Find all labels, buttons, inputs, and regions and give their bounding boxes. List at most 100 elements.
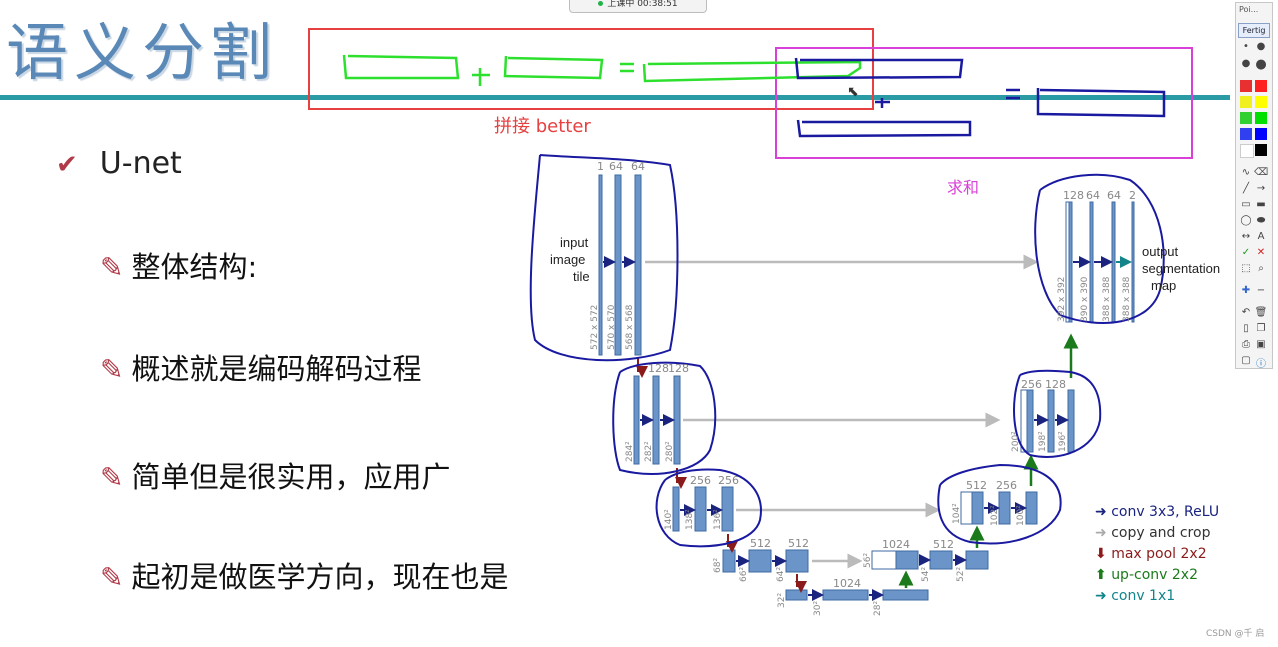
legend-conv: ➜ conv 3x3, ReLU — [1095, 504, 1220, 520]
select-icon[interactable]: ⬚ — [1241, 263, 1251, 274]
color-swatch-green[interactable] — [1240, 112, 1252, 124]
unet-l1-ch1: 64 — [609, 160, 623, 173]
unet-bottom-size2: 28² — [873, 601, 883, 616]
unet-up1-size0: 392 x 392 — [1057, 277, 1067, 322]
legend-maxpool: ⬇ max pool 2x2 — [1095, 546, 1207, 562]
info-icon[interactable]: ⓘ — [1256, 359, 1266, 370]
new-page-icon[interactable]: ▯ — [1243, 323, 1249, 334]
slide-title: 语义分割 — [6, 16, 279, 89]
unet-bottom-size1: 30² — [813, 601, 823, 616]
pencil-icon: ✎ — [100, 251, 124, 284]
unet-input-line1: input — [560, 235, 589, 250]
save-icon[interactable]: ▣ — [1256, 339, 1266, 350]
unet-up1-size3: 388 x 388 — [1122, 276, 1132, 322]
trash-icon[interactable]: 🗑 — [1254, 307, 1268, 318]
toolbar-title: Poi... — [1239, 5, 1259, 14]
unet-bottom-ch1: 1024 — [833, 577, 861, 590]
pen-size-small-icon[interactable]: • — [1243, 41, 1249, 52]
recording-indicator[interactable]: 上课中 00:38:51 — [569, 0, 707, 13]
unet-up2-ch0: 256 — [1021, 378, 1042, 391]
unet-l2-size1: 282² — [644, 441, 654, 462]
unet-output-line2: segmentation — [1142, 261, 1220, 276]
unet-l1-ch0: 1 — [597, 160, 604, 173]
ellipse-icon[interactable]: ◯ — [1240, 215, 1252, 226]
arrow-icon[interactable]: → — [1256, 183, 1266, 194]
unet-up4-size1: 54² — [921, 567, 931, 582]
unet-l4-ch2: 512 — [788, 537, 809, 550]
double-arrow-icon[interactable]: ↔ — [1241, 231, 1251, 242]
unet-up2-size0: 200² — [1011, 431, 1021, 452]
sum-annotation-box — [775, 47, 1193, 159]
sub-bullet-text: 简单但是很实用，应用广 — [131, 460, 451, 494]
print-icon[interactable]: ⎙ — [1242, 339, 1250, 350]
unet-up3-ch1: 256 — [996, 479, 1017, 492]
minus-icon[interactable]: − — [1256, 285, 1266, 296]
cross-icon[interactable]: ✕ — [1256, 247, 1266, 258]
zoom-icon[interactable]: ⌕ — [1258, 263, 1264, 274]
finish-button[interactable]: Fertig — [1238, 23, 1270, 38]
color-swatch-black[interactable] — [1255, 144, 1267, 156]
unet-l1-size0: 572 x 572 — [590, 305, 600, 350]
arrow-right-icon: ➜ — [1095, 525, 1107, 541]
unet-l4-size0: 68² — [713, 558, 723, 573]
unet-up4-size2: 52² — [956, 567, 966, 582]
color-swatch-red-bright[interactable] — [1255, 80, 1267, 92]
unet-input-line3: tile — [573, 269, 590, 284]
color-swatch-blue-bright[interactable] — [1255, 128, 1267, 140]
unet-l3-size2: 136² — [713, 509, 723, 530]
filled-ellipse-icon[interactable]: ⬬ — [1256, 215, 1266, 226]
unet-l2-ch1: 128 — [648, 362, 669, 375]
unet-up4-ch1: 512 — [933, 538, 954, 551]
line-icon[interactable]: ╱ — [1242, 183, 1250, 194]
color-swatch-white[interactable] — [1240, 144, 1254, 158]
sub-bullet-text: 概述就是编码解码过程 — [131, 352, 422, 386]
rectangle-icon[interactable]: ▭ — [1241, 199, 1251, 210]
unet-l2-ch2: 128 — [668, 362, 689, 375]
pen-size-medium-icon[interactable]: ● — [1256, 41, 1266, 52]
unet-legend: ➜ conv 3x3, ReLU ➜ copy and crop ⬇ max p… — [1095, 504, 1235, 604]
unet-input-line2: image — [550, 252, 585, 267]
sub-bullet-text: 整体结构: — [131, 250, 258, 284]
arrow-right-icon: ➜ — [1095, 588, 1107, 604]
unet-up1-ch3: 2 — [1129, 189, 1136, 202]
legend-upconv: ⬆ up-conv 2x2 — [1095, 567, 1198, 583]
unet-up2-ch1: 128 — [1045, 378, 1066, 391]
unet-l1-size1: 570 x 570 — [607, 304, 617, 350]
color-swatch-red[interactable] — [1240, 80, 1252, 92]
unet-l3-size0: 140² — [664, 509, 674, 530]
eraser-icon[interactable]: ⌫ — [1254, 167, 1269, 178]
color-swatch-blue[interactable] — [1240, 128, 1252, 140]
legend-copy: ➜ copy and crop — [1095, 525, 1211, 541]
arrow-up-icon: ⬆ — [1095, 567, 1107, 583]
unet-bottom-size0: 32² — [777, 593, 787, 608]
unet-up1-size1: 390 x 390 — [1080, 276, 1090, 322]
filled-rectangle-icon[interactable]: ▬ — [1256, 199, 1266, 210]
copy-icon[interactable]: ❐ — [1256, 323, 1266, 334]
pen-size-large-icon[interactable]: ● — [1241, 58, 1251, 69]
color-swatch-yellow-bright[interactable] — [1255, 96, 1267, 108]
color-swatch-green-bright[interactable] — [1255, 112, 1267, 124]
unet-up4-size0: 56² — [863, 553, 873, 568]
text-icon[interactable]: A — [1257, 231, 1265, 242]
check-icon[interactable]: ✓ — [1241, 247, 1251, 258]
arrow-down-icon: ⬇ — [1095, 546, 1107, 562]
color-swatch-yellow[interactable] — [1240, 96, 1252, 108]
add-icon[interactable]: ✚ — [1241, 285, 1251, 296]
unet-l3-ch2: 256 — [718, 474, 739, 487]
sub-bullet-1: ✎整体结构: — [100, 244, 257, 286]
undo-icon[interactable]: ↶ — [1241, 307, 1251, 318]
screen-icon[interactable]: ▢ — [1241, 355, 1251, 366]
unet-up3-ch0: 512 — [966, 479, 987, 492]
recording-status: 上课中 00:38:51 — [607, 0, 678, 9]
checkmark-icon: ✔ — [56, 150, 78, 180]
unet-l2-size0: 284² — [625, 441, 635, 462]
unet-l4-size2: 64² — [776, 567, 786, 582]
unet-l3-ch1: 256 — [690, 474, 711, 487]
pencil-icon: ✎ — [100, 561, 124, 594]
mouse-cursor-icon: ⬉ — [847, 84, 859, 100]
freehand-icon[interactable]: ∿ — [1241, 167, 1251, 178]
pencil-icon: ✎ — [100, 461, 124, 494]
pen-size-xlarge-icon[interactable]: ● — [1255, 57, 1267, 72]
unet-l3-size1: 138² — [685, 509, 695, 530]
